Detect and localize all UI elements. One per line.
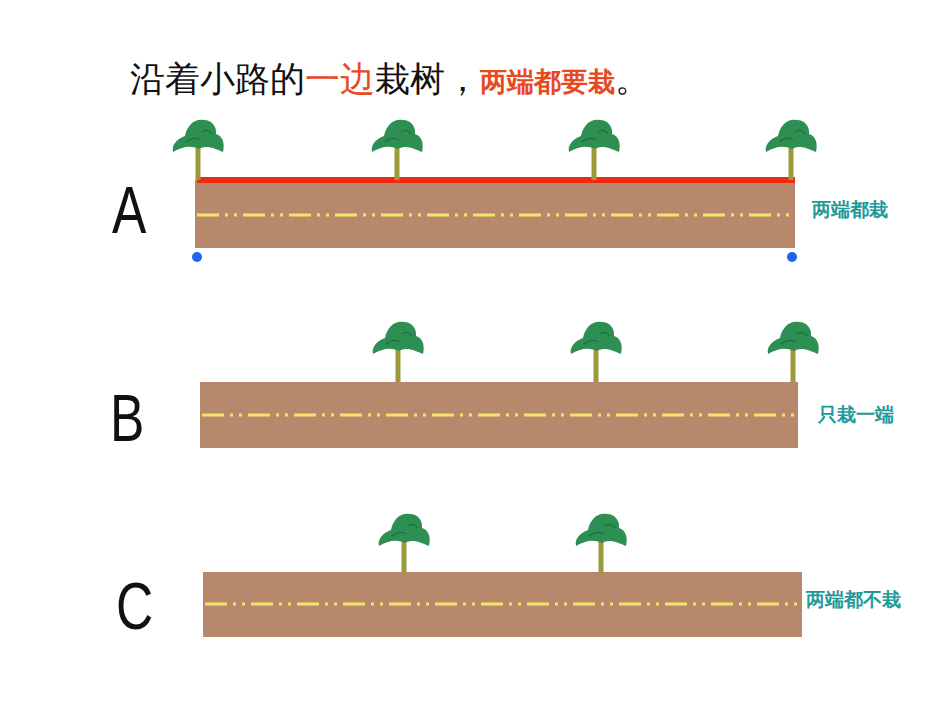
title-segment: 两端都要栽 <box>480 66 615 97</box>
title-segment: 栽树， <box>375 60 480 99</box>
road-center-line <box>197 214 793 217</box>
tree <box>571 322 622 382</box>
tree <box>766 120 817 180</box>
tree <box>768 322 819 382</box>
title-segment: 一边 <box>305 60 375 99</box>
tree <box>379 514 430 574</box>
tree <box>576 514 627 574</box>
tree <box>372 120 423 180</box>
road-center-line <box>205 603 800 606</box>
end-point <box>192 252 202 262</box>
row-letter: A <box>112 172 146 248</box>
case-note: 两端都不栽 <box>806 587 901 613</box>
end-point <box>787 252 797 262</box>
case-note: 两端都栽 <box>812 197 888 223</box>
case-note: 只栽一端 <box>818 402 894 428</box>
tree <box>373 322 424 382</box>
road <box>195 180 795 248</box>
road <box>203 572 802 637</box>
tree <box>173 120 224 180</box>
title-segment: 沿着小路的 <box>130 60 305 99</box>
row-letter: C <box>116 568 153 644</box>
row-letter: B <box>110 380 144 456</box>
title-segment: 。 <box>615 60 650 99</box>
title: 沿着小路的一边栽树，两端都要栽。 <box>130 56 650 103</box>
planting-edge <box>197 177 795 183</box>
road <box>200 382 798 448</box>
road-center-line <box>202 414 796 417</box>
tree <box>569 120 620 180</box>
